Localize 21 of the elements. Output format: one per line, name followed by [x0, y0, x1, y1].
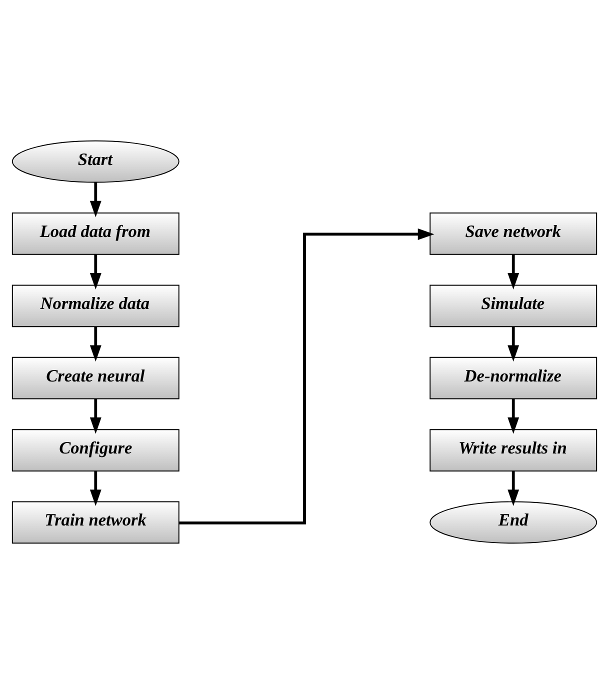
- arrow: [90, 470, 102, 506]
- node-box: Normalize data: [12, 284, 180, 327]
- node-box: Create neural: [12, 356, 180, 399]
- arrow: [179, 228, 434, 524]
- node-box: Save network: [430, 212, 598, 254]
- node-box: Train network: [12, 500, 180, 544]
- arrow: [508, 398, 520, 434]
- arrow: [90, 326, 102, 362]
- arrow: [90, 398, 102, 434]
- arrow: [508, 254, 520, 289]
- node-box: Simulate: [430, 284, 598, 327]
- arrow: [90, 254, 102, 289]
- node-box: Write results in: [430, 428, 598, 471]
- node-box: Load data from: [12, 212, 180, 254]
- node-box: De-normalize: [430, 356, 598, 399]
- node-ellipse: End: [430, 500, 598, 544]
- arrow: [508, 470, 520, 506]
- node-ellipse: Start: [12, 140, 180, 182]
- arrow: [90, 182, 102, 217]
- arrow: [508, 326, 520, 362]
- node-box: Configure: [12, 428, 180, 471]
